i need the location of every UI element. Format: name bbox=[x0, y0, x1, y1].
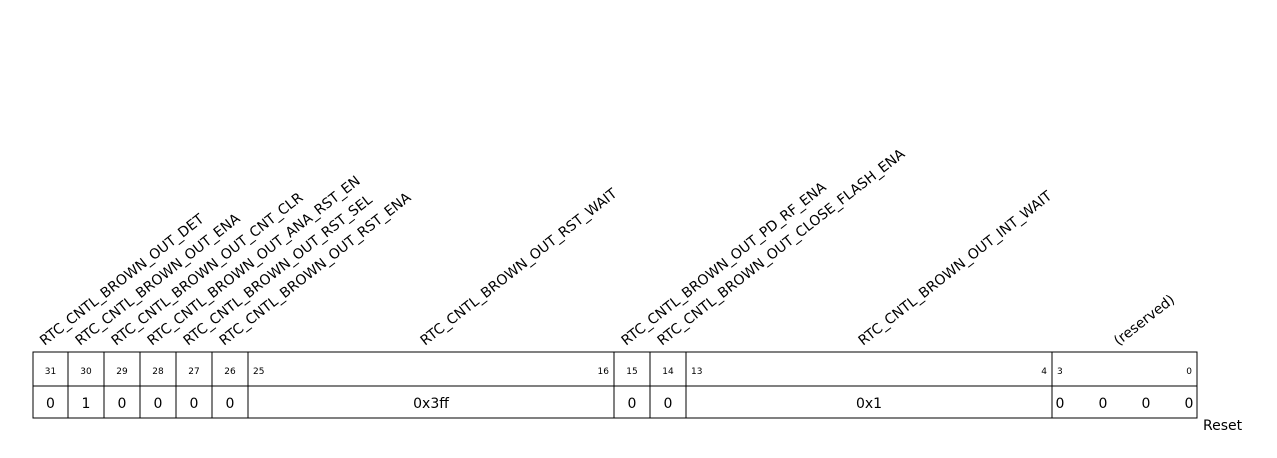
bit-cell-rtc-cntl-brown-out-ana-rst-en bbox=[139, 351, 177, 387]
field-label-rtc-cntl-brown-out-close-flash-ena: RTC_CNTL_BROWN_OUT_CLOSE_FLASH_ENA bbox=[655, 146, 909, 349]
bit-cell-reserved bbox=[1051, 351, 1198, 387]
bit-number-low: 0 bbox=[1186, 367, 1192, 377]
reset-bit-value: 0 bbox=[1056, 396, 1065, 412]
reset-cell-rtc-cntl-brown-out-rst-sel bbox=[175, 385, 213, 419]
field-label-rtc-cntl-brown-out-int-wait: RTC_CNTL_BROWN_OUT_INT_WAIT bbox=[856, 188, 1056, 349]
reset-cell-rtc-cntl-brown-out-ana-rst-en bbox=[139, 385, 177, 419]
bit-number: 14 bbox=[662, 367, 674, 377]
reset-value: 0x3ff bbox=[413, 396, 449, 412]
reset-cell-rtc-cntl-brown-out-int-wait bbox=[685, 385, 1053, 419]
bit-number: 30 bbox=[80, 367, 92, 377]
reset-value: 0 bbox=[664, 396, 673, 412]
reset-cell-rtc-cntl-brown-out-close-flash-ena bbox=[649, 385, 687, 419]
reset-value: 0 bbox=[154, 396, 163, 412]
bit-number: 27 bbox=[188, 367, 199, 377]
reset-value: 0 bbox=[46, 396, 55, 412]
bit-cell-rtc-cntl-brown-out-close-flash-ena bbox=[649, 351, 687, 387]
field-label-rtc-cntl-brown-out-rst-wait: RTC_CNTL_BROWN_OUT_RST_WAIT bbox=[418, 186, 621, 350]
bit-number: 26 bbox=[224, 367, 236, 377]
bit-cell-rtc-cntl-brown-out-rst-ena bbox=[211, 351, 249, 387]
reset-cell-rtc-cntl-brown-out-ena bbox=[67, 385, 105, 419]
reset-value: 0 bbox=[226, 396, 235, 412]
bit-cell-rtc-cntl-brown-out-int-wait bbox=[685, 351, 1053, 387]
bit-number: 29 bbox=[116, 367, 128, 377]
reset-value: 1 bbox=[82, 396, 91, 412]
bit-number-low: 16 bbox=[598, 367, 610, 377]
reset-row-label: Reset bbox=[1203, 418, 1243, 434]
bit-number: 28 bbox=[152, 367, 164, 377]
reset-bit-value: 0 bbox=[1185, 396, 1194, 412]
reset-cell-reserved bbox=[1051, 385, 1198, 419]
bit-number: 15 bbox=[626, 367, 637, 377]
bit-number-high: 13 bbox=[691, 367, 702, 377]
reset-value: 0x1 bbox=[856, 396, 882, 412]
reset-bit-value: 0 bbox=[1142, 396, 1151, 412]
reset-bit-value: 0 bbox=[1099, 396, 1108, 412]
reset-value: 0 bbox=[118, 396, 127, 412]
bit-number-low: 4 bbox=[1041, 367, 1047, 377]
reset-value: 0 bbox=[628, 396, 637, 412]
field-labels: RTC_CNTL_BROWN_OUT_DETRTC_CNTL_BROWN_OUT… bbox=[37, 146, 1178, 349]
field-label-reserved: (reserved) bbox=[1111, 292, 1178, 349]
reset-value-row: 0 1 0 0 0 0 0x3ff 0 0 0x1 0 0 0 0 bbox=[32, 385, 1198, 419]
bit-number: 31 bbox=[45, 367, 56, 377]
reset-cell-rtc-cntl-brown-out-rst-wait bbox=[247, 385, 615, 419]
bit-cell-rtc-cntl-brown-out-ena bbox=[67, 351, 105, 387]
bit-cell-rtc-cntl-brown-out-rst-wait bbox=[247, 351, 615, 387]
reset-cell-rtc-cntl-brown-out-pd-rf-ena bbox=[613, 385, 651, 419]
reset-value: 0 bbox=[190, 396, 199, 412]
bit-number-high: 3 bbox=[1057, 367, 1063, 377]
bit-number-high: 25 bbox=[253, 367, 264, 377]
field-label-rtc-cntl-brown-out-pd-rf-ena: RTC_CNTL_BROWN_OUT_PD_RF_ENA bbox=[619, 179, 830, 349]
